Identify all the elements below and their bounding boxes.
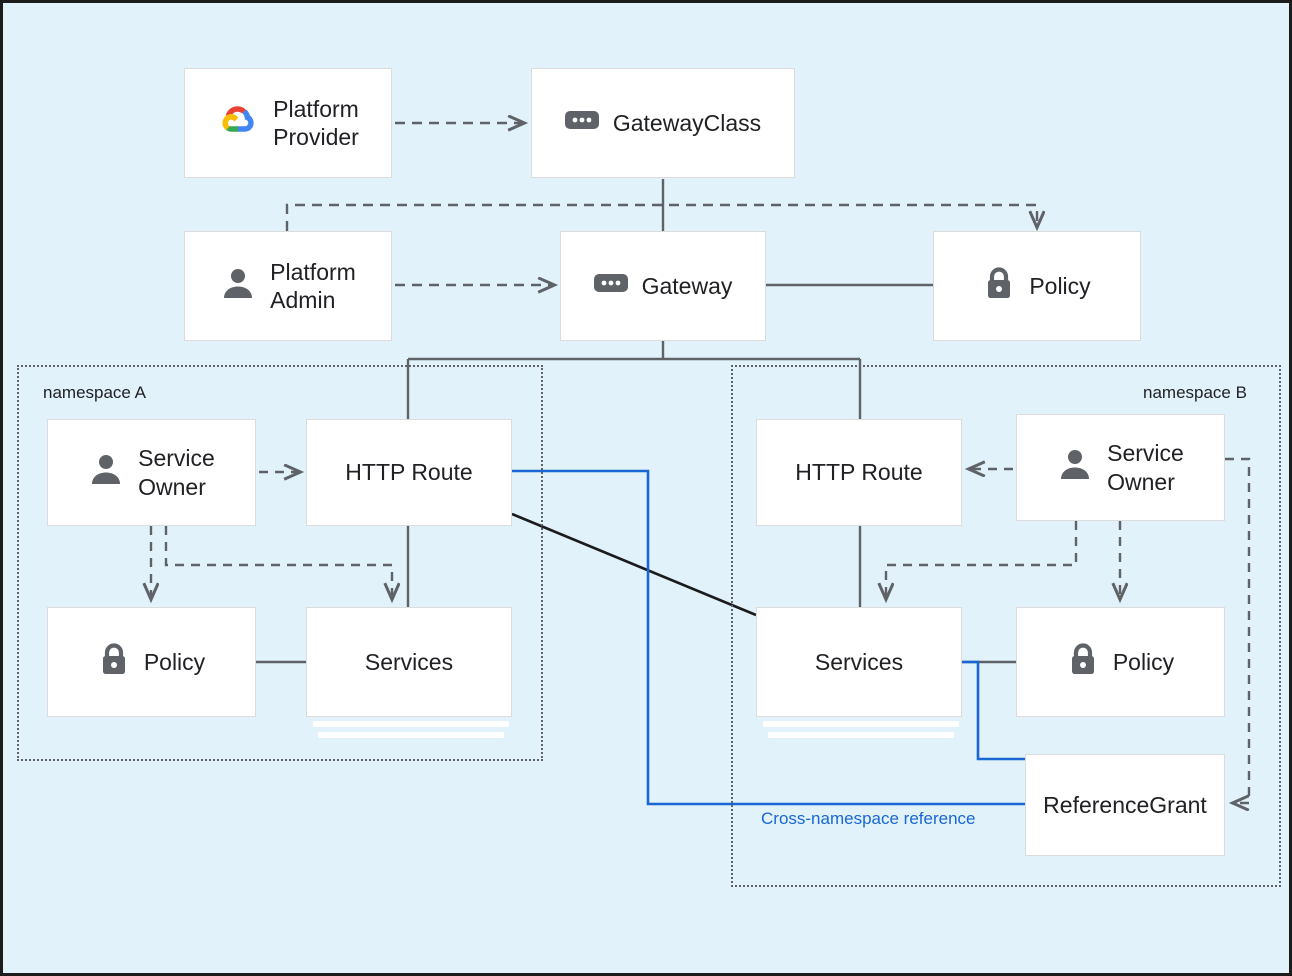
node-gatewayclass[interactable]: GatewayClass (531, 68, 795, 178)
node-platform-admin[interactable]: Platform Admin (184, 231, 392, 341)
node-reference-grant-label: ReferenceGrant (1043, 791, 1207, 818)
services-a-stack (313, 721, 509, 738)
node-service-owner-b[interactable]: Service Owner (1016, 414, 1225, 521)
node-services-a-label: Services (364, 648, 454, 675)
node-service-owner-a-label: Service Owner (138, 445, 215, 500)
node-gatewayclass-label: GatewayClass (612, 109, 762, 136)
namespace-b-label: namespace B (1143, 383, 1247, 402)
edge-admin-to-policy (285, 203, 1037, 231)
stack-line (768, 732, 954, 738)
node-policy-top[interactable]: Policy (933, 231, 1141, 341)
person-icon (220, 265, 256, 307)
node-services-a[interactable]: Services (306, 607, 512, 717)
node-service-owner-a[interactable]: Service Owner (47, 419, 256, 526)
node-policy-top-label: Policy (1029, 272, 1091, 299)
node-http-route-b-label: HTTP Route (795, 459, 923, 486)
lock-icon (1067, 641, 1099, 683)
node-policy-a-label: Policy (143, 648, 206, 675)
services-b-stack (763, 721, 959, 738)
node-policy-b-label: Policy (1112, 648, 1175, 675)
node-http-route-a-label: HTTP Route (345, 459, 473, 486)
node-gateway-label: Gateway (641, 272, 733, 299)
person-icon (1057, 446, 1093, 488)
node-http-route-b[interactable]: HTTP Route (756, 419, 962, 526)
stack-line (318, 732, 504, 738)
stack-line (763, 721, 959, 727)
node-platform-provider-label: Platform Provider (273, 95, 359, 150)
node-platform-admin-label: Platform Admin (270, 258, 356, 313)
node-gateway[interactable]: Gateway (560, 231, 766, 341)
namespace-a-label: namespace A (43, 383, 147, 402)
lock-icon (98, 641, 130, 683)
lock-icon (983, 265, 1015, 307)
node-service-owner-b-label: Service Owner (1107, 440, 1184, 495)
node-policy-b[interactable]: Policy (1016, 607, 1225, 717)
gateway-class-icon (564, 109, 599, 137)
cross-namespace-reference-label: Cross-namespace reference (761, 809, 976, 828)
node-http-route-a[interactable]: HTTP Route (306, 419, 512, 526)
node-reference-grant[interactable]: ReferenceGrant (1025, 754, 1225, 856)
google-cloud-icon (217, 99, 259, 147)
node-services-b[interactable]: Services (756, 607, 962, 717)
stack-line (313, 721, 509, 727)
node-policy-a[interactable]: Policy (47, 607, 256, 717)
edge-route-a-to-services-b-diagonal (511, 512, 757, 617)
node-platform-provider[interactable]: Platform Provider (184, 68, 392, 178)
node-services-b-label: Services (814, 648, 904, 675)
gateway-class-icon (593, 272, 628, 300)
person-icon (88, 451, 124, 493)
